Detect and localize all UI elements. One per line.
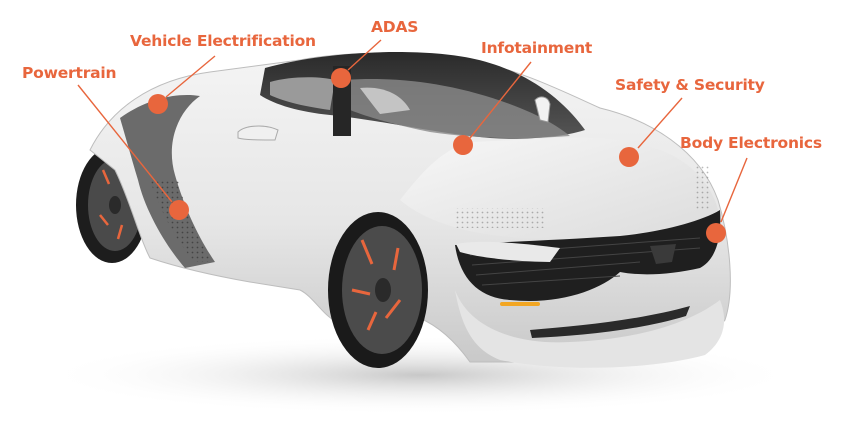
dot-vehicle-electrification[interactable]: [148, 94, 168, 114]
callout-dots: [148, 68, 726, 243]
dot-infotainment[interactable]: [453, 135, 473, 155]
right-mirror: [534, 96, 551, 123]
side-mirror: [237, 125, 279, 141]
dot-adas[interactable]: [331, 68, 351, 88]
front-grille: [455, 210, 721, 301]
label-powertrain: Powertrain: [22, 64, 117, 82]
dot-safety-security[interactable]: [619, 147, 639, 167]
headlight: [456, 241, 560, 262]
label-infotainment: Infotainment: [481, 39, 593, 57]
leader-line-powertrain: [77, 84, 173, 203]
front-badge: [650, 244, 676, 264]
leader-line-vehicle-electrification: [165, 55, 216, 98]
dot-powertrain[interactable]: [169, 200, 189, 220]
leader-line-infotainment: [469, 61, 532, 139]
leader-line-safety-security: [637, 97, 683, 149]
turn-signal: [500, 302, 540, 306]
front-bumper: [455, 290, 725, 368]
leader-line-adas: [347, 39, 382, 71]
label-adas: ADAS: [371, 18, 419, 36]
dot-body-electronics[interactable]: [706, 223, 726, 243]
label-vehicle-electrification: Vehicle Electrification: [130, 32, 316, 50]
leader-lines: [77, 39, 748, 223]
label-safety-security: Safety & Security: [615, 76, 765, 94]
front-wheel: [328, 212, 428, 368]
leader-line-body-electronics: [720, 157, 748, 223]
cabin-interior: [345, 79, 570, 139]
label-body-electronics: Body Electronics: [680, 134, 822, 152]
